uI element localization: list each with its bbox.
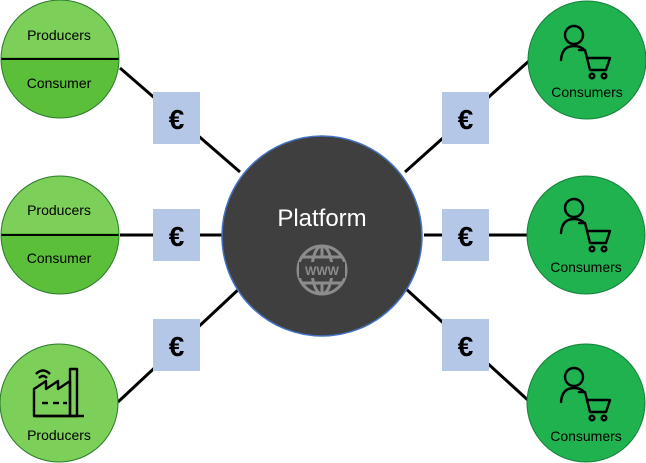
platform-label: Platform: [277, 205, 366, 232]
factory-icon: [32, 367, 84, 418]
node-bottom-label: Consumer: [27, 75, 92, 91]
node-top-label: Producers: [27, 27, 91, 43]
euro-symbol: €: [458, 331, 474, 362]
left-node-3: Producers: [0, 343, 119, 463]
left-node-1: Producers Consumer: [0, 0, 120, 119]
euro-box-right-2: €: [442, 209, 489, 261]
shopper-cart-icon: [559, 197, 612, 253]
shopper-cart-icon: [559, 24, 612, 80]
node-bottom-label: Consumer: [27, 250, 92, 266]
euro-symbol: €: [169, 221, 185, 252]
node-top-label: Producers: [27, 202, 91, 218]
left-node-2: Producers Consumer: [0, 175, 120, 295]
www-text: WWW: [305, 264, 340, 278]
node-label: Producers: [27, 427, 91, 443]
right-node-3: Consumers: [526, 343, 646, 463]
node-label: Consumers: [551, 84, 623, 100]
euro-box-left-2: €: [153, 209, 200, 261]
shopper-cart-icon: [559, 366, 612, 422]
euro-symbol: €: [458, 104, 474, 135]
euro-box-left-1: €: [153, 92, 200, 144]
euro-boxes: € € € € € €: [153, 92, 489, 371]
euro-box-right-3: €: [442, 319, 489, 371]
right-node-1: Consumers: [527, 0, 646, 120]
platform-node: Platform WWW: [221, 135, 423, 337]
euro-symbol: €: [169, 331, 185, 362]
euro-symbol: €: [458, 221, 474, 252]
node-label: Consumers: [550, 259, 622, 275]
node-label: Consumers: [550, 428, 622, 444]
euro-symbol: €: [169, 104, 185, 135]
right-node-2: Consumers: [526, 175, 646, 295]
www-globe-icon: [296, 244, 348, 296]
euro-box-left-3: €: [153, 319, 200, 371]
euro-box-right-1: €: [442, 92, 489, 144]
